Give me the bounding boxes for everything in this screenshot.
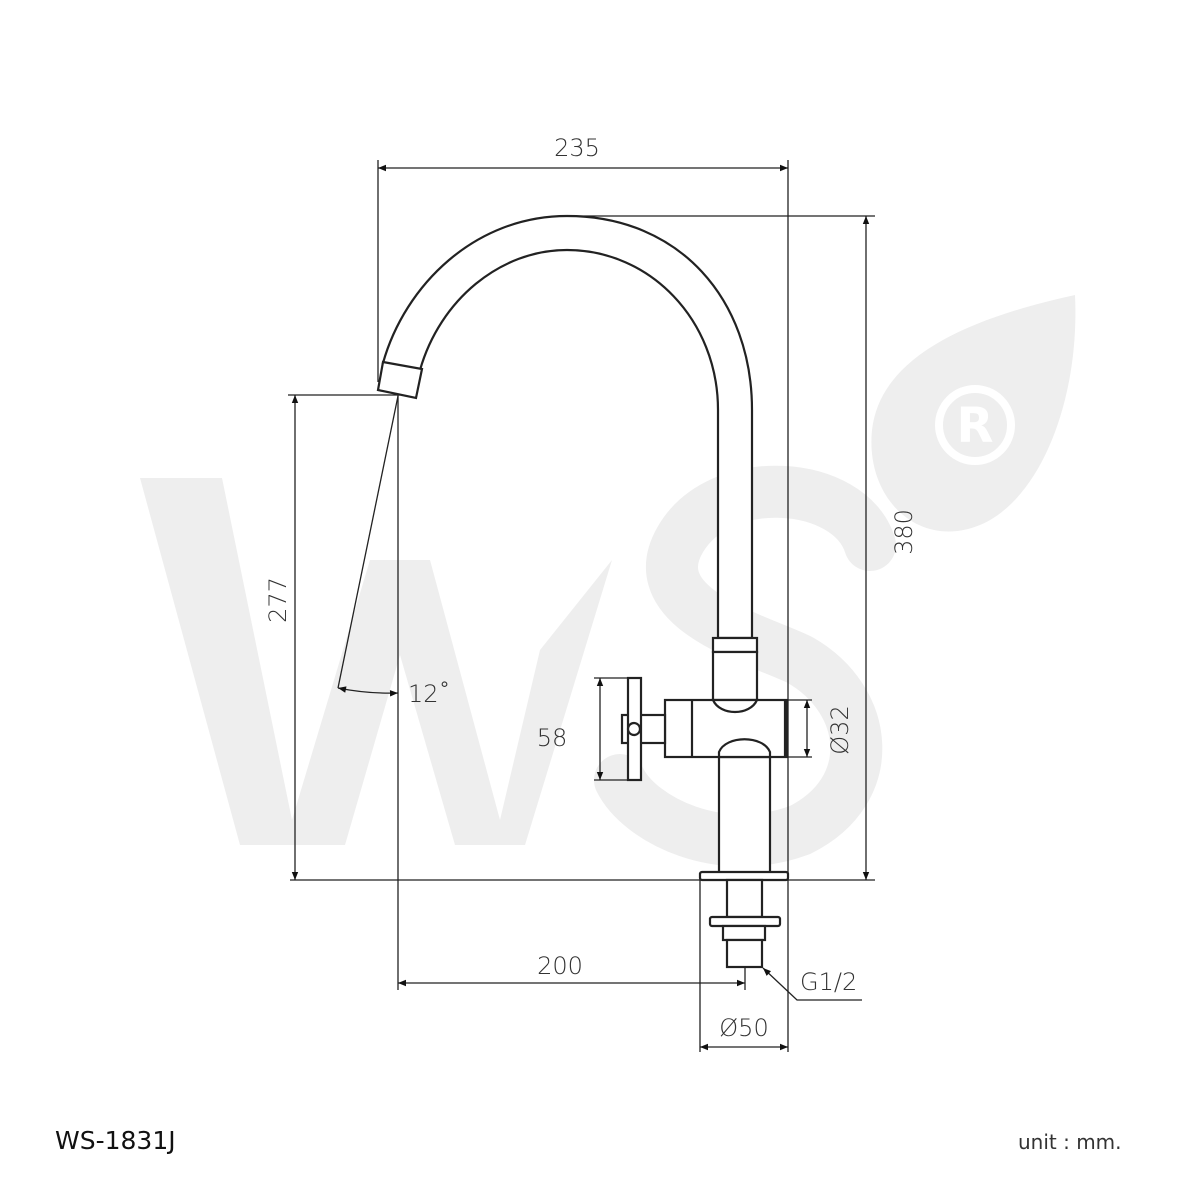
model-number: WS-1831J <box>55 1126 176 1155</box>
dim-spout-angle: 12˚ <box>408 680 451 708</box>
dim-handle-height: 58 <box>537 724 568 752</box>
dim-spout-height: 277 <box>264 577 292 623</box>
dim-base-diameter: Ø50 <box>719 1014 768 1042</box>
dim-overall-width: 235 <box>554 134 600 162</box>
watermark-logo: R <box>140 295 1076 867</box>
dim-body-diameter: Ø32 <box>826 705 854 754</box>
unit-label: unit : mm. <box>1018 1130 1122 1154</box>
svg-text:R: R <box>957 398 994 454</box>
aerator <box>376 360 424 400</box>
faucet-outline <box>376 214 790 969</box>
dim-spout-reach: 200 <box>537 952 583 980</box>
base-flange <box>698 870 790 882</box>
dim-thread: G1/2 <box>800 968 857 996</box>
dim-overall-height: 380 <box>890 509 918 555</box>
thread-connector <box>725 938 764 969</box>
nut <box>708 915 782 928</box>
dimension-lines <box>288 160 875 1052</box>
dimension-labels: 235 380 277 200 58 Ø32 Ø50 G1/2 12˚ <box>264 134 918 1042</box>
